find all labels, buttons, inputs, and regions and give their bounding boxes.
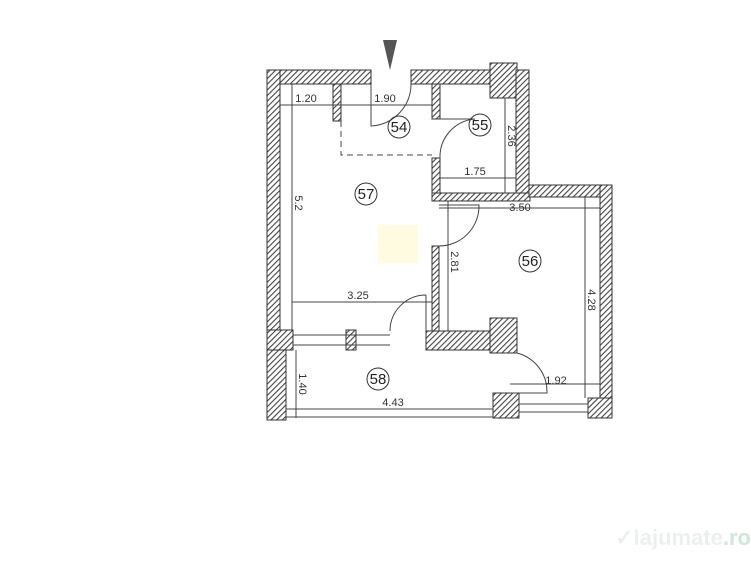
svg-text:55: 55 <box>472 117 489 134</box>
room-58-label: 58 <box>366 367 390 391</box>
room-55-label: 55 <box>468 113 492 137</box>
svg-text:56: 56 <box>522 253 539 270</box>
watermark-logo-icon: ✓ <box>615 525 634 550</box>
dim-3-50: 3.50 <box>509 202 530 214</box>
dim-3-25: 3.25 <box>347 290 368 302</box>
dim-5-2: 5.2 <box>292 195 304 210</box>
dim-4-28: 4.28 <box>585 289 597 310</box>
room-54-label: 54 <box>387 115 411 139</box>
svg-text:57: 57 <box>358 186 375 203</box>
svg-text:58: 58 <box>370 371 387 388</box>
dim-1-90: 1.90 <box>374 93 395 105</box>
room-labels: 54 55 56 57 58 <box>354 113 542 391</box>
entrance-arrow-icon <box>383 40 397 70</box>
watermark-tld: .ro <box>722 525 751 550</box>
dimension-labels: 1.20 1.90 2.36 1.75 5.2 3.50 2.81 4.28 3… <box>292 93 597 409</box>
dim-2-36: 2.36 <box>505 125 517 146</box>
watermark-brand: lajumate <box>633 525 723 550</box>
room-57-label: 57 <box>354 182 378 206</box>
dim-1-40: 1.40 <box>296 373 308 394</box>
room-56-label: 56 <box>518 249 542 273</box>
dimension-lines <box>280 83 600 418</box>
highlight-patch <box>378 225 418 263</box>
dim-1-92: 1.92 <box>545 375 566 387</box>
dim-2-81: 2.81 <box>448 251 460 272</box>
dim-4-43: 4.43 <box>382 397 403 409</box>
dim-1-20: 1.20 <box>295 93 316 105</box>
dim-1-75: 1.75 <box>464 166 485 178</box>
walls <box>266 62 613 421</box>
watermark: ✓lajumate.ro <box>615 525 751 551</box>
svg-text:54: 54 <box>391 119 408 136</box>
